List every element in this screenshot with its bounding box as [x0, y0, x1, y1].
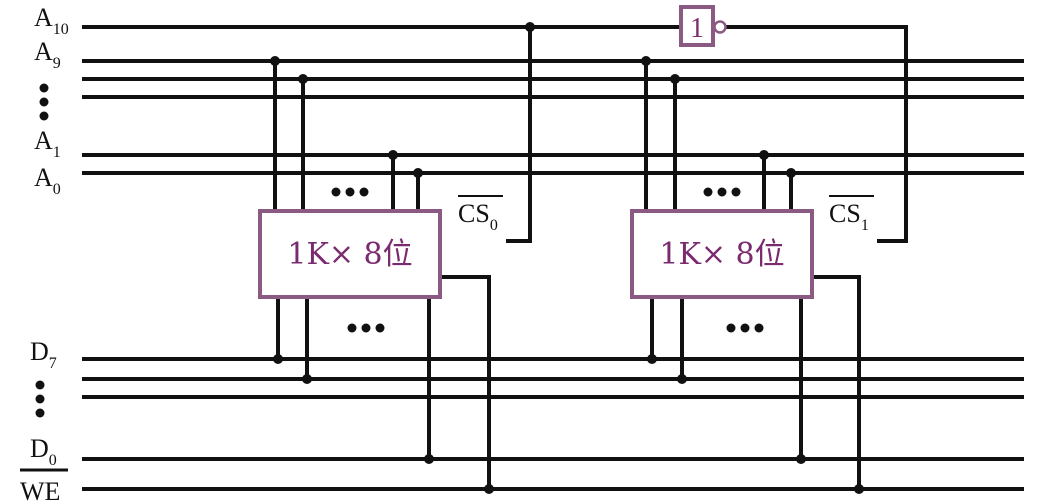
inverter-label: 1: [690, 13, 704, 44]
chip0-label: 1K× 8位: [287, 237, 412, 272]
junction-dot: [424, 454, 434, 464]
junction-dot: [484, 484, 494, 494]
junction-dot: [388, 150, 398, 160]
junction-dot: [796, 454, 806, 464]
inverter-gate: 1: [679, 5, 727, 47]
cs0-label: CS0: [458, 199, 498, 234]
junction-dot: [647, 354, 657, 364]
ellipsis-marks: [35, 83, 764, 418]
chip1-cs-wire: [877, 25, 908, 243]
chip0-addr-ellipsis: [331, 187, 369, 197]
chip1-label: 1K× 8位: [659, 237, 784, 272]
chip1-we-wire: [810, 275, 861, 491]
junction-dot: [854, 484, 864, 494]
junction-dot: [525, 22, 535, 32]
junction-dot: [413, 168, 423, 178]
junction-dot: [641, 56, 651, 66]
chip0-we-wire: [438, 275, 491, 491]
junction-dot: [759, 150, 769, 160]
cs1-label: CS1: [829, 199, 869, 234]
label-d7: D7: [30, 337, 57, 372]
wiring: [82, 25, 1024, 491]
junction-dot: [270, 56, 280, 66]
junction-dot: [302, 374, 312, 384]
address-vertical-ellipsis: [39, 83, 49, 121]
junction-dot: [298, 74, 308, 84]
inverter-bubble: [713, 20, 727, 34]
label-a0: A0: [34, 163, 61, 198]
chip0-data-ellipsis: [347, 323, 385, 333]
chip1-data-ellipsis: [726, 323, 764, 333]
label-a9: A9: [34, 37, 61, 72]
label-a1: A1: [34, 126, 61, 161]
junction-dot: [670, 74, 680, 84]
chip0-cs-wire: [506, 25, 532, 243]
chip1-addr-ellipsis: [703, 187, 741, 197]
junction-dot: [677, 374, 687, 384]
junction-dots: [270, 22, 864, 494]
label-a10: A10: [34, 3, 69, 38]
junction-dot: [786, 168, 796, 178]
junction-dot: [273, 354, 283, 364]
label-d0: D0: [30, 434, 57, 469]
memory-chip-1: 1K× 8位: [630, 209, 814, 299]
memory-chip-0: 1K× 8位: [258, 209, 442, 299]
label-we: WE: [20, 477, 60, 502]
data-vertical-ellipsis: [35, 380, 45, 418]
